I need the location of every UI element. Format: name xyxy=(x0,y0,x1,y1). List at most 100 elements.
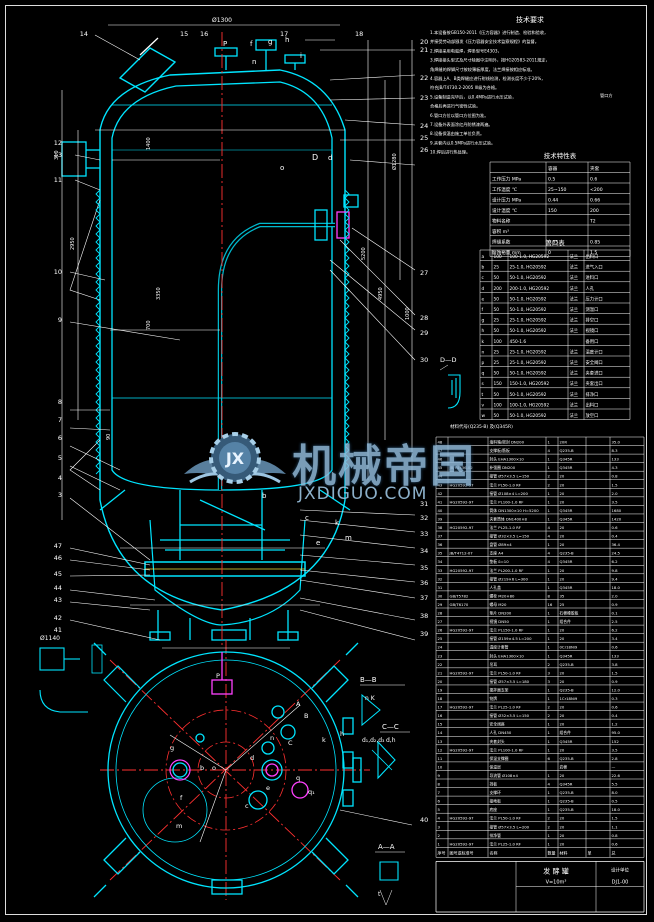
parts-cell: 岩棉 xyxy=(560,764,568,769)
parts-cell: 35 xyxy=(438,551,443,556)
parts-cell: 4 xyxy=(548,448,551,453)
parts-cell: 螺母 M20 xyxy=(490,602,507,607)
callout-number: 27 xyxy=(420,269,428,277)
parts-cell: 133 xyxy=(612,653,620,658)
parts-cell: 温度计套管 xyxy=(490,645,509,650)
parts-cell: 2 xyxy=(548,824,551,829)
table-cell: n xyxy=(482,350,485,355)
table-cell: 排空口 xyxy=(586,317,599,324)
parts-cell: 1 xyxy=(548,833,551,838)
note-line: 4.容器上A、B类焊缝应进行射线检测，检测长度不少于20%， xyxy=(430,75,545,82)
parts-cell: 法兰 PL25-1.0 RF xyxy=(490,841,521,846)
callout-number: 37 xyxy=(420,594,428,602)
table-cell: 进料口 xyxy=(586,274,599,281)
parts-cell: 1 xyxy=(548,508,551,513)
table-cell: 50-1.0, HG20592 xyxy=(510,328,547,334)
parts-cell: 24.5 xyxy=(612,551,621,556)
table-cell: v xyxy=(482,403,485,408)
note-line: 9.夹套内以0.5MPa进行水压试验。 xyxy=(430,139,495,146)
parts-cell: 20 xyxy=(560,816,565,821)
table-cell: a xyxy=(482,255,485,260)
parts-cell: 32 xyxy=(438,576,443,581)
parts-cell: 接管 Ø219×6 L=300 xyxy=(490,576,529,581)
parts-cell: 3.8 xyxy=(612,662,619,667)
parts-cell: 2.5 xyxy=(612,619,619,624)
notes-title: 技术要求 xyxy=(516,15,544,24)
table-cell: 0.66 xyxy=(590,198,600,204)
table-cell: 200 xyxy=(590,208,599,214)
callout-number: 10 xyxy=(54,268,62,276)
table-cell: e xyxy=(482,297,485,302)
parts-cell: 0.3 xyxy=(612,696,619,701)
callout-number: 17 xyxy=(280,30,288,38)
parts-cell: 29 xyxy=(438,602,443,607)
parts-cell: 1.5 xyxy=(612,670,619,675)
parts-cell: 1.5 xyxy=(612,816,619,821)
table-cell: 法兰 xyxy=(570,391,579,398)
note-line: 符合JB/T4730.2-2005 III级为合格。 xyxy=(430,84,499,91)
parts-cell: 20 xyxy=(560,722,565,727)
table-cell: 夹套 xyxy=(590,165,600,172)
table-cell: k xyxy=(482,339,485,345)
parts-cell: 95.0 xyxy=(612,730,621,735)
section-label: n K xyxy=(365,695,376,702)
table-cell: b xyxy=(482,265,485,271)
parts-cell: 20 xyxy=(560,576,565,581)
parts-cell: 2 xyxy=(548,713,551,718)
callout-number: 5 xyxy=(58,454,62,462)
parts-cell: HG20592-97 xyxy=(450,525,475,530)
detail-left xyxy=(39,644,103,713)
parts-cell: 1 xyxy=(548,619,551,624)
plan-label: m xyxy=(176,822,182,830)
note-line: 3.焊接接头型式及尺寸除图中注明外，按HG20583-2011规定， xyxy=(430,57,550,64)
drawing-text-layer: Ø1300310295052004950Ø1280100014007009033… xyxy=(40,17,457,898)
table-cell: 50 xyxy=(494,275,500,281)
callout-number: 6 xyxy=(58,434,62,442)
parts-cell: 0.5 xyxy=(612,799,619,804)
parts-cell: 支撑环 xyxy=(490,790,502,795)
plan-support-lugs xyxy=(93,642,359,898)
parts-cell: 0.1 xyxy=(612,611,619,616)
parts-cell: 20 xyxy=(560,525,565,530)
table-cell: 安全阀口 xyxy=(586,359,603,366)
parts-cell: 20 xyxy=(438,679,443,684)
table-cell: 法兰 xyxy=(570,327,579,334)
parts-cell: 0.9 xyxy=(612,679,619,684)
table-cell: t xyxy=(482,392,484,398)
table-cell: 视镜口 xyxy=(586,327,599,334)
callout-number: 7 xyxy=(58,416,62,424)
callout-number: 16 xyxy=(200,30,208,38)
parts-cell: 5 xyxy=(438,807,441,812)
dim-vertical: 2950 xyxy=(70,237,76,250)
parts-cell: 4 xyxy=(548,559,551,564)
parts-cell: 法兰 PL25-1.0 RF xyxy=(490,705,521,710)
parts-cell: 20 xyxy=(560,474,565,479)
table-cell: 0.5 xyxy=(548,177,555,183)
dim-vertical: 5200 xyxy=(361,247,367,260)
parts-cell: 45 xyxy=(438,465,443,470)
parts-cell: 25 xyxy=(438,636,443,641)
parts-cell: 152 xyxy=(612,739,620,744)
left-nozzle xyxy=(61,141,87,177)
parts-cell: Q345R xyxy=(560,653,573,658)
parts-cell: 人孔 DN450 xyxy=(490,730,512,735)
parts-cell: 1 xyxy=(548,542,551,547)
nozzle-letter: b xyxy=(262,492,267,500)
table-cell: 法兰 xyxy=(570,253,579,260)
note-line: 1.本设备按GB150-2011《压力容器》进行制造、检验和验收， xyxy=(430,29,548,36)
table-cell: q xyxy=(482,372,485,377)
parts-cell: 4 xyxy=(548,525,551,530)
table-cell: 夹套进口 xyxy=(586,370,603,377)
parts-cell: 2 xyxy=(548,482,551,487)
title-block-drawing-no: DJ1-00 xyxy=(612,879,629,885)
table-cell: 25 xyxy=(494,349,500,355)
plan-view xyxy=(93,642,362,898)
parts-cell: 1 xyxy=(548,653,551,658)
parts-cell: 法兰 PL100-1.0 RF xyxy=(490,499,524,504)
note-aside: 管口方 xyxy=(600,92,613,99)
table-cell: 法兰 xyxy=(570,359,579,366)
top-manhole xyxy=(118,47,177,93)
table-cell: 100 xyxy=(494,254,502,260)
